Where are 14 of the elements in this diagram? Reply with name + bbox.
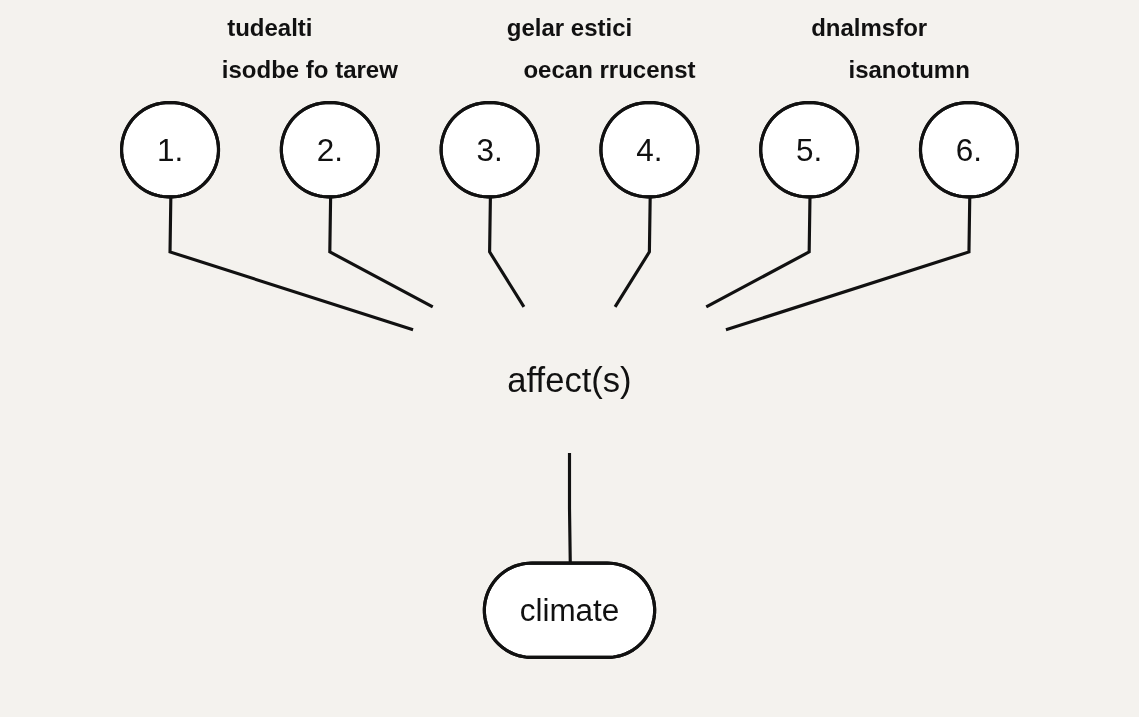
word-label: isanotumn [847, 56, 971, 84]
word-label: gelar estici [505, 14, 634, 42]
word-label: dnalmsfor [810, 14, 929, 42]
connector [567, 453, 572, 564]
connector [488, 197, 526, 308]
connector [168, 197, 414, 332]
connector [725, 197, 972, 332]
node-text: affect(s) [507, 360, 632, 400]
connector [705, 197, 812, 309]
word-label: isodbe fo tarew [220, 56, 399, 84]
connector [613, 197, 652, 308]
word-label: oecan rrucenst [522, 56, 697, 84]
word-label: tudealti [226, 14, 314, 42]
connector [328, 197, 434, 309]
